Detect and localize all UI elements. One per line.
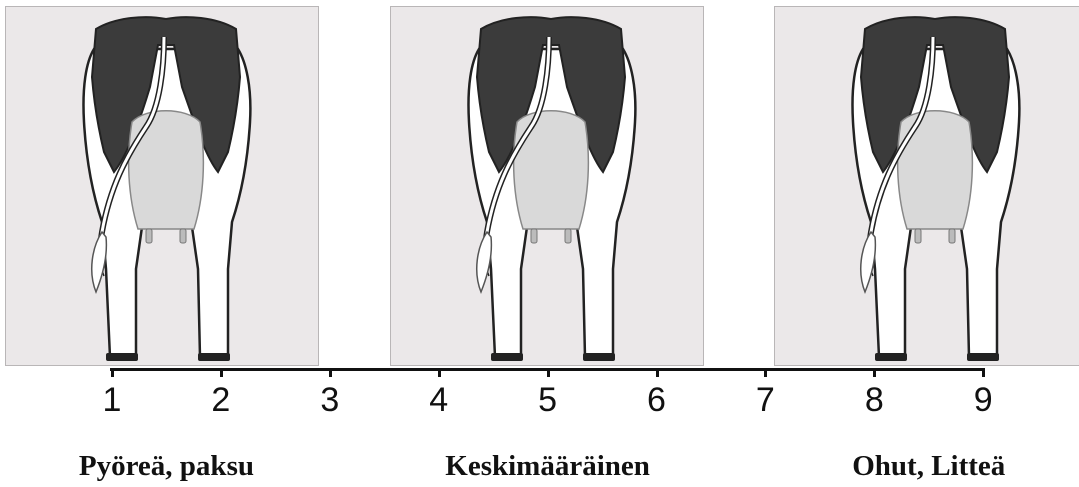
tick-label-1: 1 (92, 380, 132, 420)
category-label-0: Pyöreä, paksu (6, 448, 326, 484)
tick-label-3: 3 (310, 380, 350, 420)
tick-mark-4 (438, 368, 441, 377)
cow-rear-view-average (391, 7, 705, 367)
tick-label-4: 4 (419, 380, 459, 420)
category-label-2: Ohut, Litteä (769, 448, 1079, 484)
tick-label-8: 8 (854, 380, 894, 420)
tick-mark-1 (111, 368, 114, 377)
tick-label-6: 6 (637, 380, 677, 420)
tick-label-7: 7 (745, 380, 785, 420)
tick-label-5: 5 (528, 380, 568, 420)
tick-mark-6 (656, 368, 659, 377)
category-label-1: Keskimääräinen (388, 448, 708, 484)
tick-mark-7 (764, 368, 767, 377)
tick-label-2: 2 (201, 380, 241, 420)
illustration-panel-middle (390, 6, 704, 366)
tick-mark-2 (220, 368, 223, 377)
tick-label-9: 9 (963, 380, 1003, 420)
tick-mark-5 (547, 368, 550, 377)
tick-mark-8 (873, 368, 876, 377)
cow-rear-view-thin (775, 7, 1079, 367)
tick-mark-3 (329, 368, 332, 377)
cow-rear-view-round (6, 7, 320, 367)
tick-mark-9 (982, 368, 985, 377)
illustration-panel-left (5, 6, 319, 366)
illustration-panel-right (774, 6, 1079, 366)
